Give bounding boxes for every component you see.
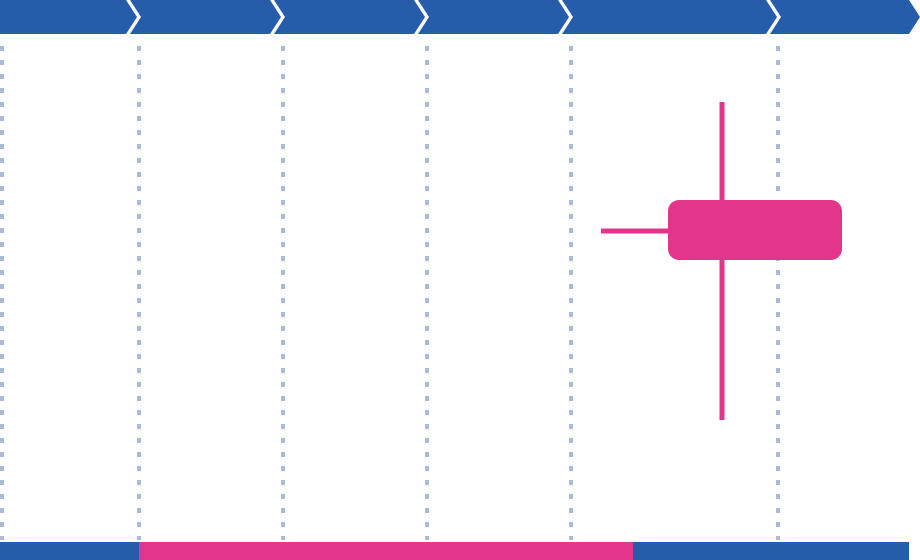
column-grid — [0, 46, 780, 540]
bottom-bar-segment-3 — [633, 542, 909, 560]
chevron-separator-5 — [766, 0, 781, 34]
chevron-separator-3 — [414, 0, 429, 34]
timeline-marker — [601, 102, 842, 420]
header-band — [0, 0, 920, 34]
marker-box — [668, 200, 842, 260]
bottom-bar — [0, 542, 909, 560]
header-chevron-strip — [0, 0, 920, 34]
bottom-bar-segment-1 — [0, 542, 139, 560]
bottom-bar-segment-2 — [139, 542, 633, 560]
chevron-separator-1 — [126, 0, 141, 34]
chevron-end-cut — [909, 0, 920, 34]
chevron-separator-2 — [270, 0, 285, 34]
chevron-separator-4 — [558, 0, 573, 34]
chevron-end-tip — [907, 0, 919, 34]
